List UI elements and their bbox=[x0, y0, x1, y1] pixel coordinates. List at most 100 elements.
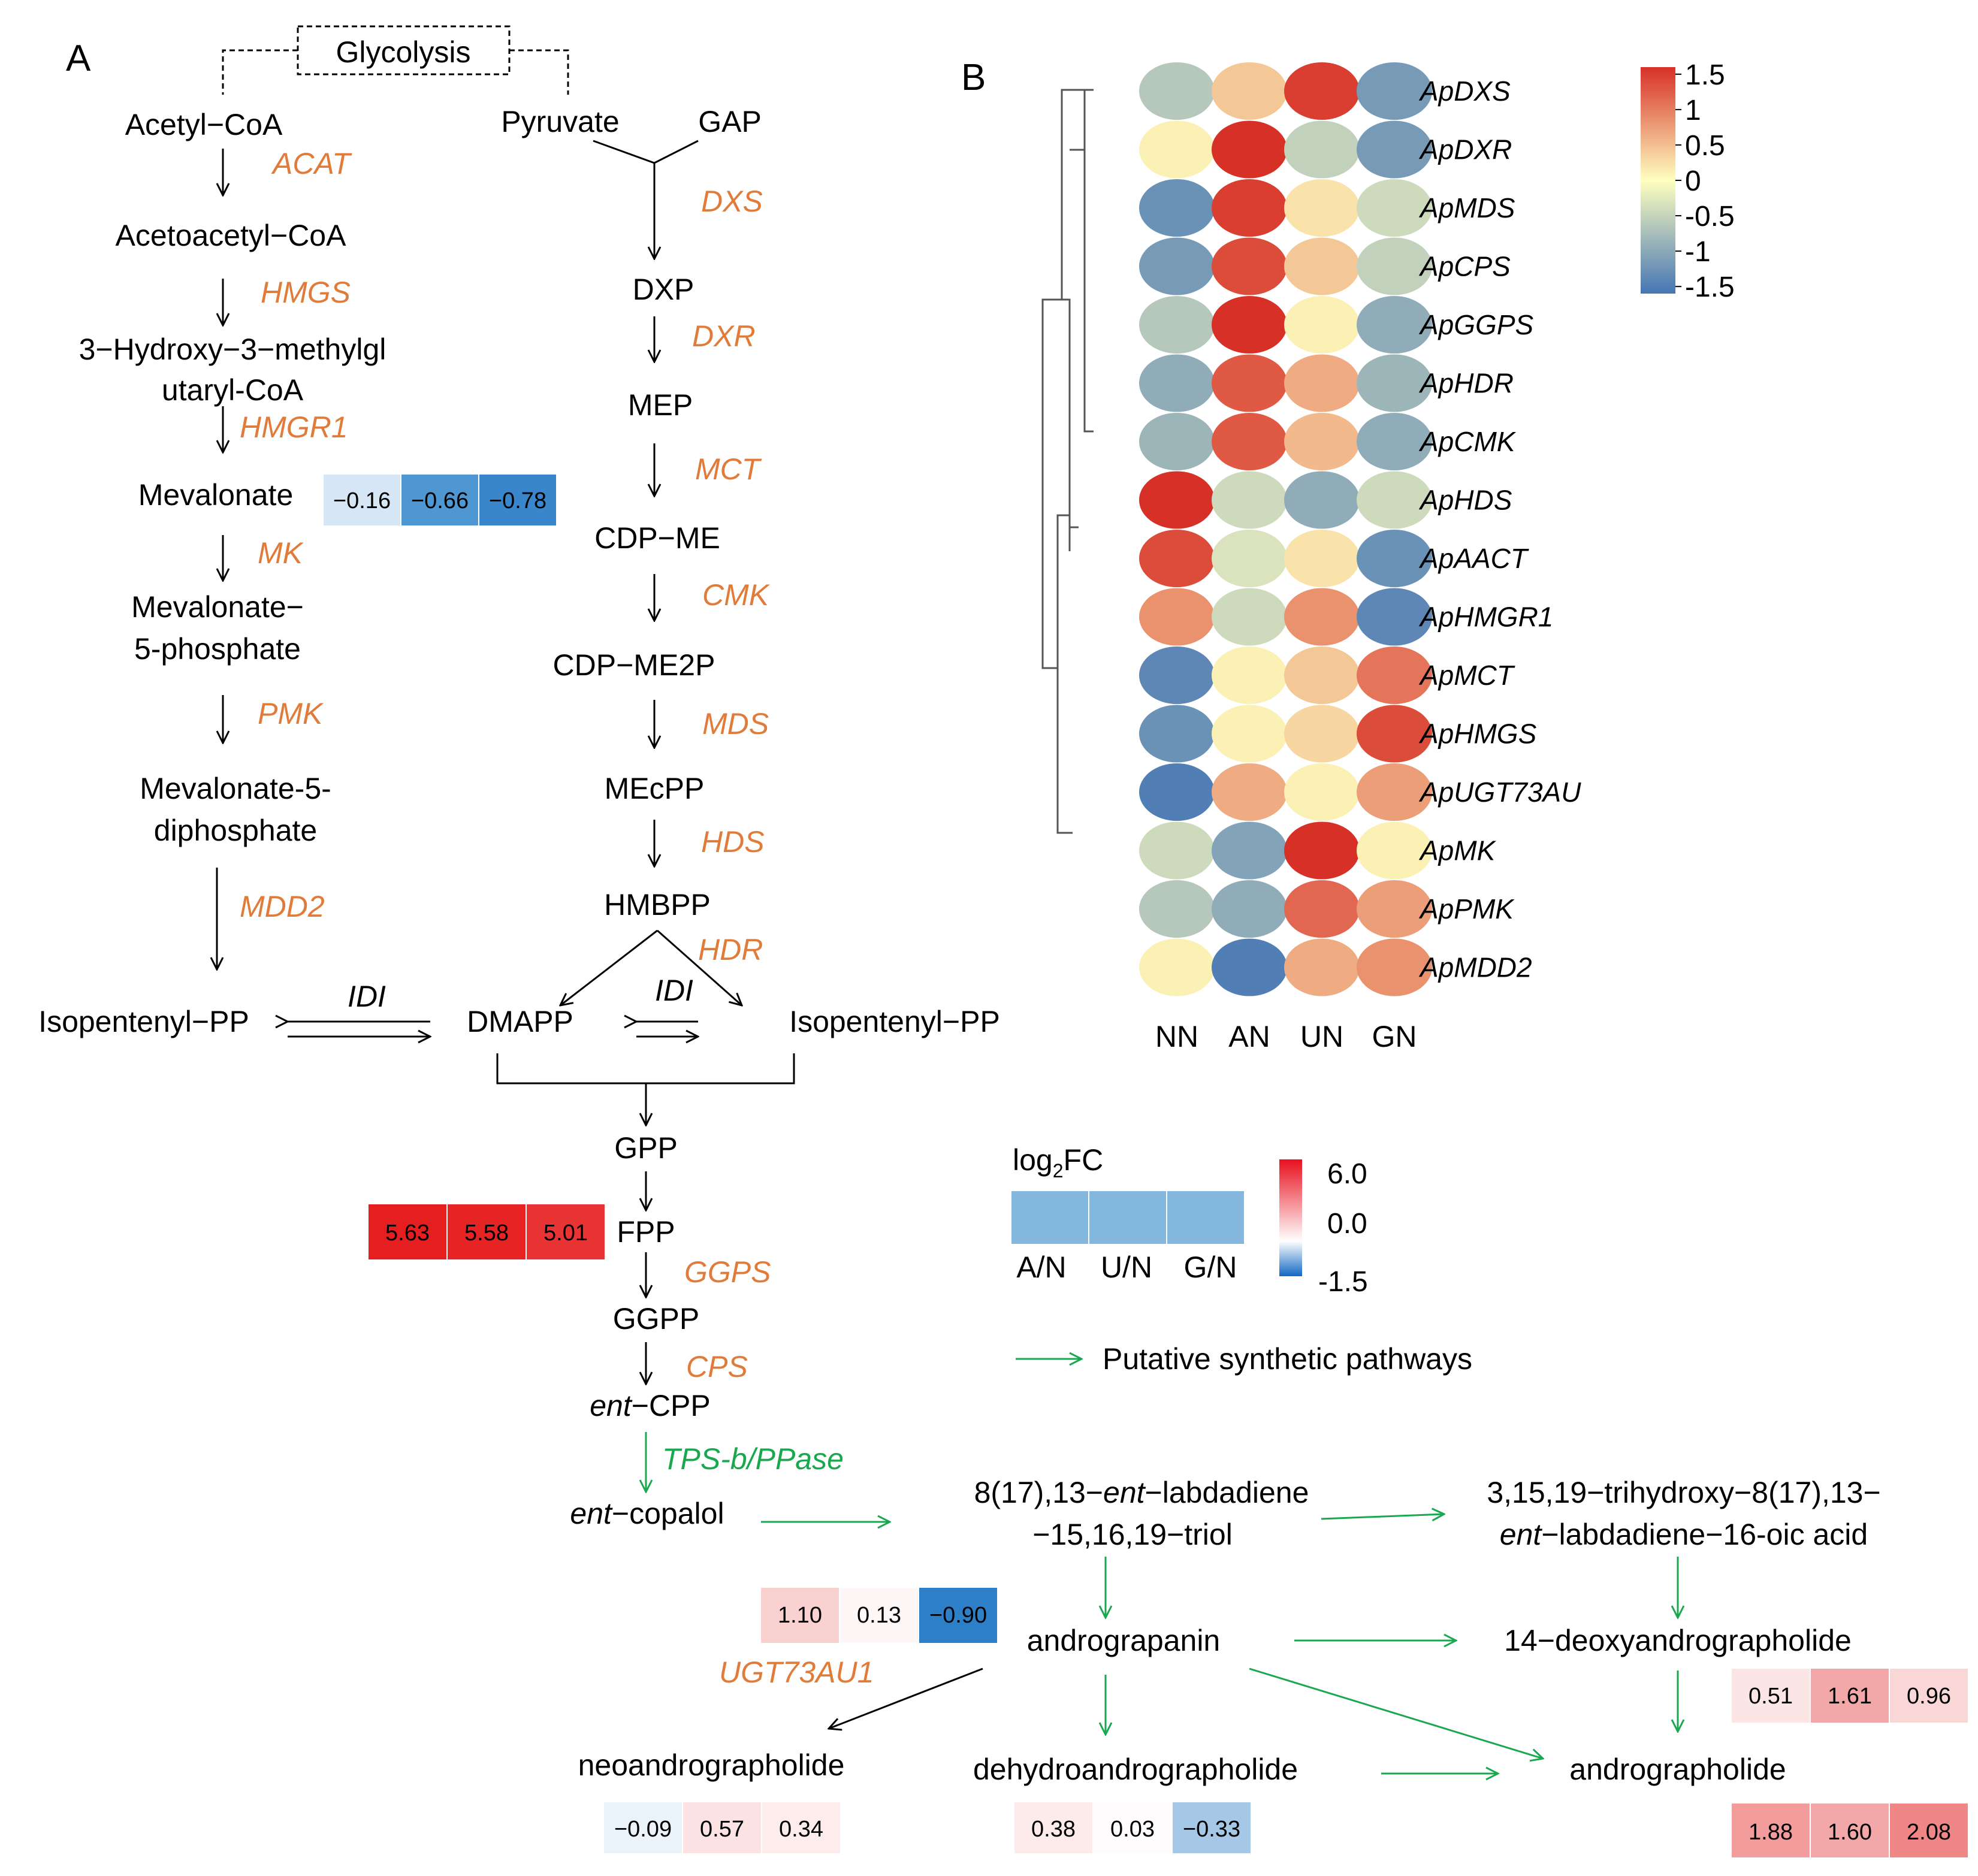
heatmap-cell-aphmgs-un bbox=[1284, 705, 1360, 763]
fc-legend-col-gn: G/N bbox=[1184, 1250, 1237, 1284]
fc-legend-swatch-gn bbox=[1167, 1191, 1244, 1244]
fc-cell-hmgr1-un bbox=[401, 475, 478, 525]
enzyme-ugt73au1: UGT73AU1 bbox=[719, 1656, 874, 1689]
fc-legend-col-an: A/N bbox=[1016, 1250, 1066, 1284]
heatmap-colorbar bbox=[1641, 67, 1675, 294]
acid-ent: ent bbox=[1500, 1518, 1543, 1551]
enzyme-dxr: DXR bbox=[692, 319, 756, 353]
heatmap-cell-apdxs-an bbox=[1212, 62, 1287, 120]
heatmap-row-label-aphdr: ApHDR bbox=[1418, 368, 1514, 399]
heatmap-cell-aphdr-an bbox=[1212, 354, 1287, 412]
fc-value-andro-gn: 2.08 bbox=[1907, 1820, 1951, 1845]
heatmap-cell-apdxr-un bbox=[1284, 120, 1360, 179]
heatmap-cell-apcps-an bbox=[1212, 237, 1287, 295]
ent-cpp-suffix: −CPP bbox=[632, 1389, 711, 1422]
fc-value-dehydro-un: 0.03 bbox=[1110, 1817, 1155, 1842]
heatmap-row-label-apcps: ApCPS bbox=[1418, 251, 1511, 282]
fc-legend-title: log2FC bbox=[1013, 1143, 1103, 1182]
heatmap-cell-appmk-an bbox=[1212, 880, 1287, 938]
heatmap-cell-apmds-nn bbox=[1139, 179, 1215, 237]
fc-value-neo-un: 0.57 bbox=[700, 1817, 744, 1842]
fc-value-ugt-un: 0.13 bbox=[857, 1603, 901, 1628]
mecpp-label: MEcPP bbox=[605, 772, 705, 805]
heatmap-row-label-apdxr: ApDXR bbox=[1418, 134, 1512, 165]
enzyme-acat: ACAT bbox=[271, 147, 352, 180]
labdadiene-line1a: 8(17),13− bbox=[974, 1476, 1103, 1509]
fc-cell-ggps-un bbox=[448, 1204, 526, 1259]
heatmap-cell-aphmgr1-un bbox=[1284, 588, 1360, 646]
fc-value-deoxy-gn: 0.96 bbox=[1907, 1684, 1951, 1709]
panel-b-label: B bbox=[961, 57, 986, 98]
heatmap-cell-apugt73au-nn bbox=[1139, 763, 1215, 821]
fc-value-deoxy-an: 0.51 bbox=[1749, 1684, 1793, 1709]
idi-mid-label: IDI bbox=[655, 974, 693, 1007]
fc-value-andro-un: 1.60 bbox=[1828, 1820, 1872, 1845]
fc-legend-swatches bbox=[1011, 1191, 1244, 1244]
fc-cell-ggps-an bbox=[369, 1204, 446, 1259]
fc-box-dehydroandrographolide: 0.38 0.03 −0.33 bbox=[1014, 1802, 1251, 1853]
heatmap-cell-aphmgr1-nn bbox=[1139, 588, 1215, 646]
fc-legend-swatch-un bbox=[1089, 1191, 1166, 1244]
heatmap-cell-apcmk-un bbox=[1284, 413, 1360, 470]
fc-cell-dehydro-un bbox=[1094, 1802, 1171, 1853]
fc-box-hmgr1: −0.16 −0.66 −0.78 bbox=[324, 475, 556, 525]
heatmap-cell-apmds-gn bbox=[1357, 179, 1432, 237]
heatmap-colorbar-tick-label: -1.5 bbox=[1685, 271, 1735, 303]
heatmap-row-label-aphmgs: ApHMGS bbox=[1418, 718, 1537, 750]
glycolysis-connector bbox=[222, 25, 569, 95]
enzyme-hds: HDS bbox=[701, 825, 765, 859]
pyruvate-label: Pyruvate bbox=[501, 105, 619, 138]
andrograpanin-label: andrograpanin bbox=[1027, 1624, 1221, 1657]
heatmap-cell-apmk-gn bbox=[1357, 821, 1432, 880]
arrow-andrograpanin-to-andrographolide bbox=[1249, 1667, 1543, 1759]
heatmap-cell-aphmgs-nn bbox=[1139, 705, 1215, 763]
enzyme-hdr: HDR bbox=[698, 933, 763, 966]
mevalonate-5pp-line1: Mevalonate-5- bbox=[140, 772, 331, 805]
heatmap-cell-appmk-un bbox=[1284, 880, 1360, 938]
hmg-coa-label-line2: utaryl-CoA bbox=[162, 373, 304, 407]
putative-legend-label: Putative synthetic pathways bbox=[1103, 1342, 1472, 1376]
heatmap-cell-aphdr-nn bbox=[1139, 354, 1215, 412]
heatmap-row-label-apmk: ApMK bbox=[1418, 835, 1497, 866]
acid-line2b: −labdadiene−16-oic acid bbox=[1541, 1518, 1868, 1551]
heatmap-column-label-un: UN bbox=[1300, 1020, 1343, 1053]
labdadiene-line1: 8(17),13−ent−labdadiene bbox=[974, 1476, 1309, 1509]
ipp-right-label: Isopentenyl−PP bbox=[789, 1005, 1000, 1038]
arrow-hdr-to-ipp bbox=[657, 929, 742, 1005]
fc-value-dehydro-an: 0.38 bbox=[1031, 1817, 1076, 1842]
heatmap-cell-apggps-nn bbox=[1139, 296, 1215, 354]
enzyme-pmk: PMK bbox=[258, 697, 324, 730]
fc-cell-ugt-an bbox=[761, 1588, 839, 1643]
heatmap-cell-apugt73au-un bbox=[1284, 763, 1360, 821]
labdadiene-line1b: −labdadiene bbox=[1145, 1476, 1309, 1509]
heatmap-cell-apmdd2-an bbox=[1212, 938, 1287, 996]
fc-legend-title-sub: 2 bbox=[1053, 1160, 1064, 1182]
heatmap-cell-apmds-an bbox=[1212, 179, 1287, 237]
heatmap-cell-aphds-un bbox=[1284, 471, 1360, 529]
heatmap-row-label-aphmgr1: ApHMGR1 bbox=[1418, 602, 1553, 633]
fc-value-ggps-an: 5.63 bbox=[385, 1221, 430, 1246]
hmbpp-label: HMBPP bbox=[604, 888, 711, 922]
heatmap-cell-apaact-nn bbox=[1139, 530, 1215, 587]
enzyme-cps: CPS bbox=[686, 1350, 748, 1383]
heatmap-cell-apmk-nn bbox=[1139, 821, 1215, 880]
heatmap-cell-apaact-an bbox=[1212, 530, 1287, 587]
heatmap-cell-aphds-nn bbox=[1139, 471, 1215, 529]
heatmap-cell-apugt73au-an bbox=[1212, 763, 1287, 821]
enzyme-cmk: CMK bbox=[702, 578, 771, 612]
heatmap-cell-aphdr-gn bbox=[1357, 354, 1432, 412]
heatmap-dendrogram bbox=[1041, 89, 1094, 834]
cdp-me-label: CDP−ME bbox=[594, 521, 720, 555]
fc-colorbar-tick-mid: 0.0 bbox=[1327, 1208, 1367, 1240]
ent-cpp-prefix: ent bbox=[590, 1389, 633, 1422]
heatmap-cell-apmct-gn bbox=[1357, 647, 1432, 704]
heatmap-row-label-aphds: ApHDS bbox=[1418, 485, 1512, 516]
fc-box-deoxyandrographolide: 0.51 1.61 0.96 bbox=[1732, 1669, 1968, 1723]
heatmap-cell-apggps-un bbox=[1284, 296, 1360, 354]
fc-value-neo-an: −0.09 bbox=[614, 1817, 672, 1842]
ent-copalol-suffix: −copalol bbox=[612, 1497, 724, 1530]
heatmap-cell-aphmgs-an bbox=[1212, 705, 1287, 763]
heatmap-row-label-apcmk: ApCMK bbox=[1418, 426, 1517, 457]
heatmap-column-label-gn: GN bbox=[1372, 1020, 1417, 1053]
